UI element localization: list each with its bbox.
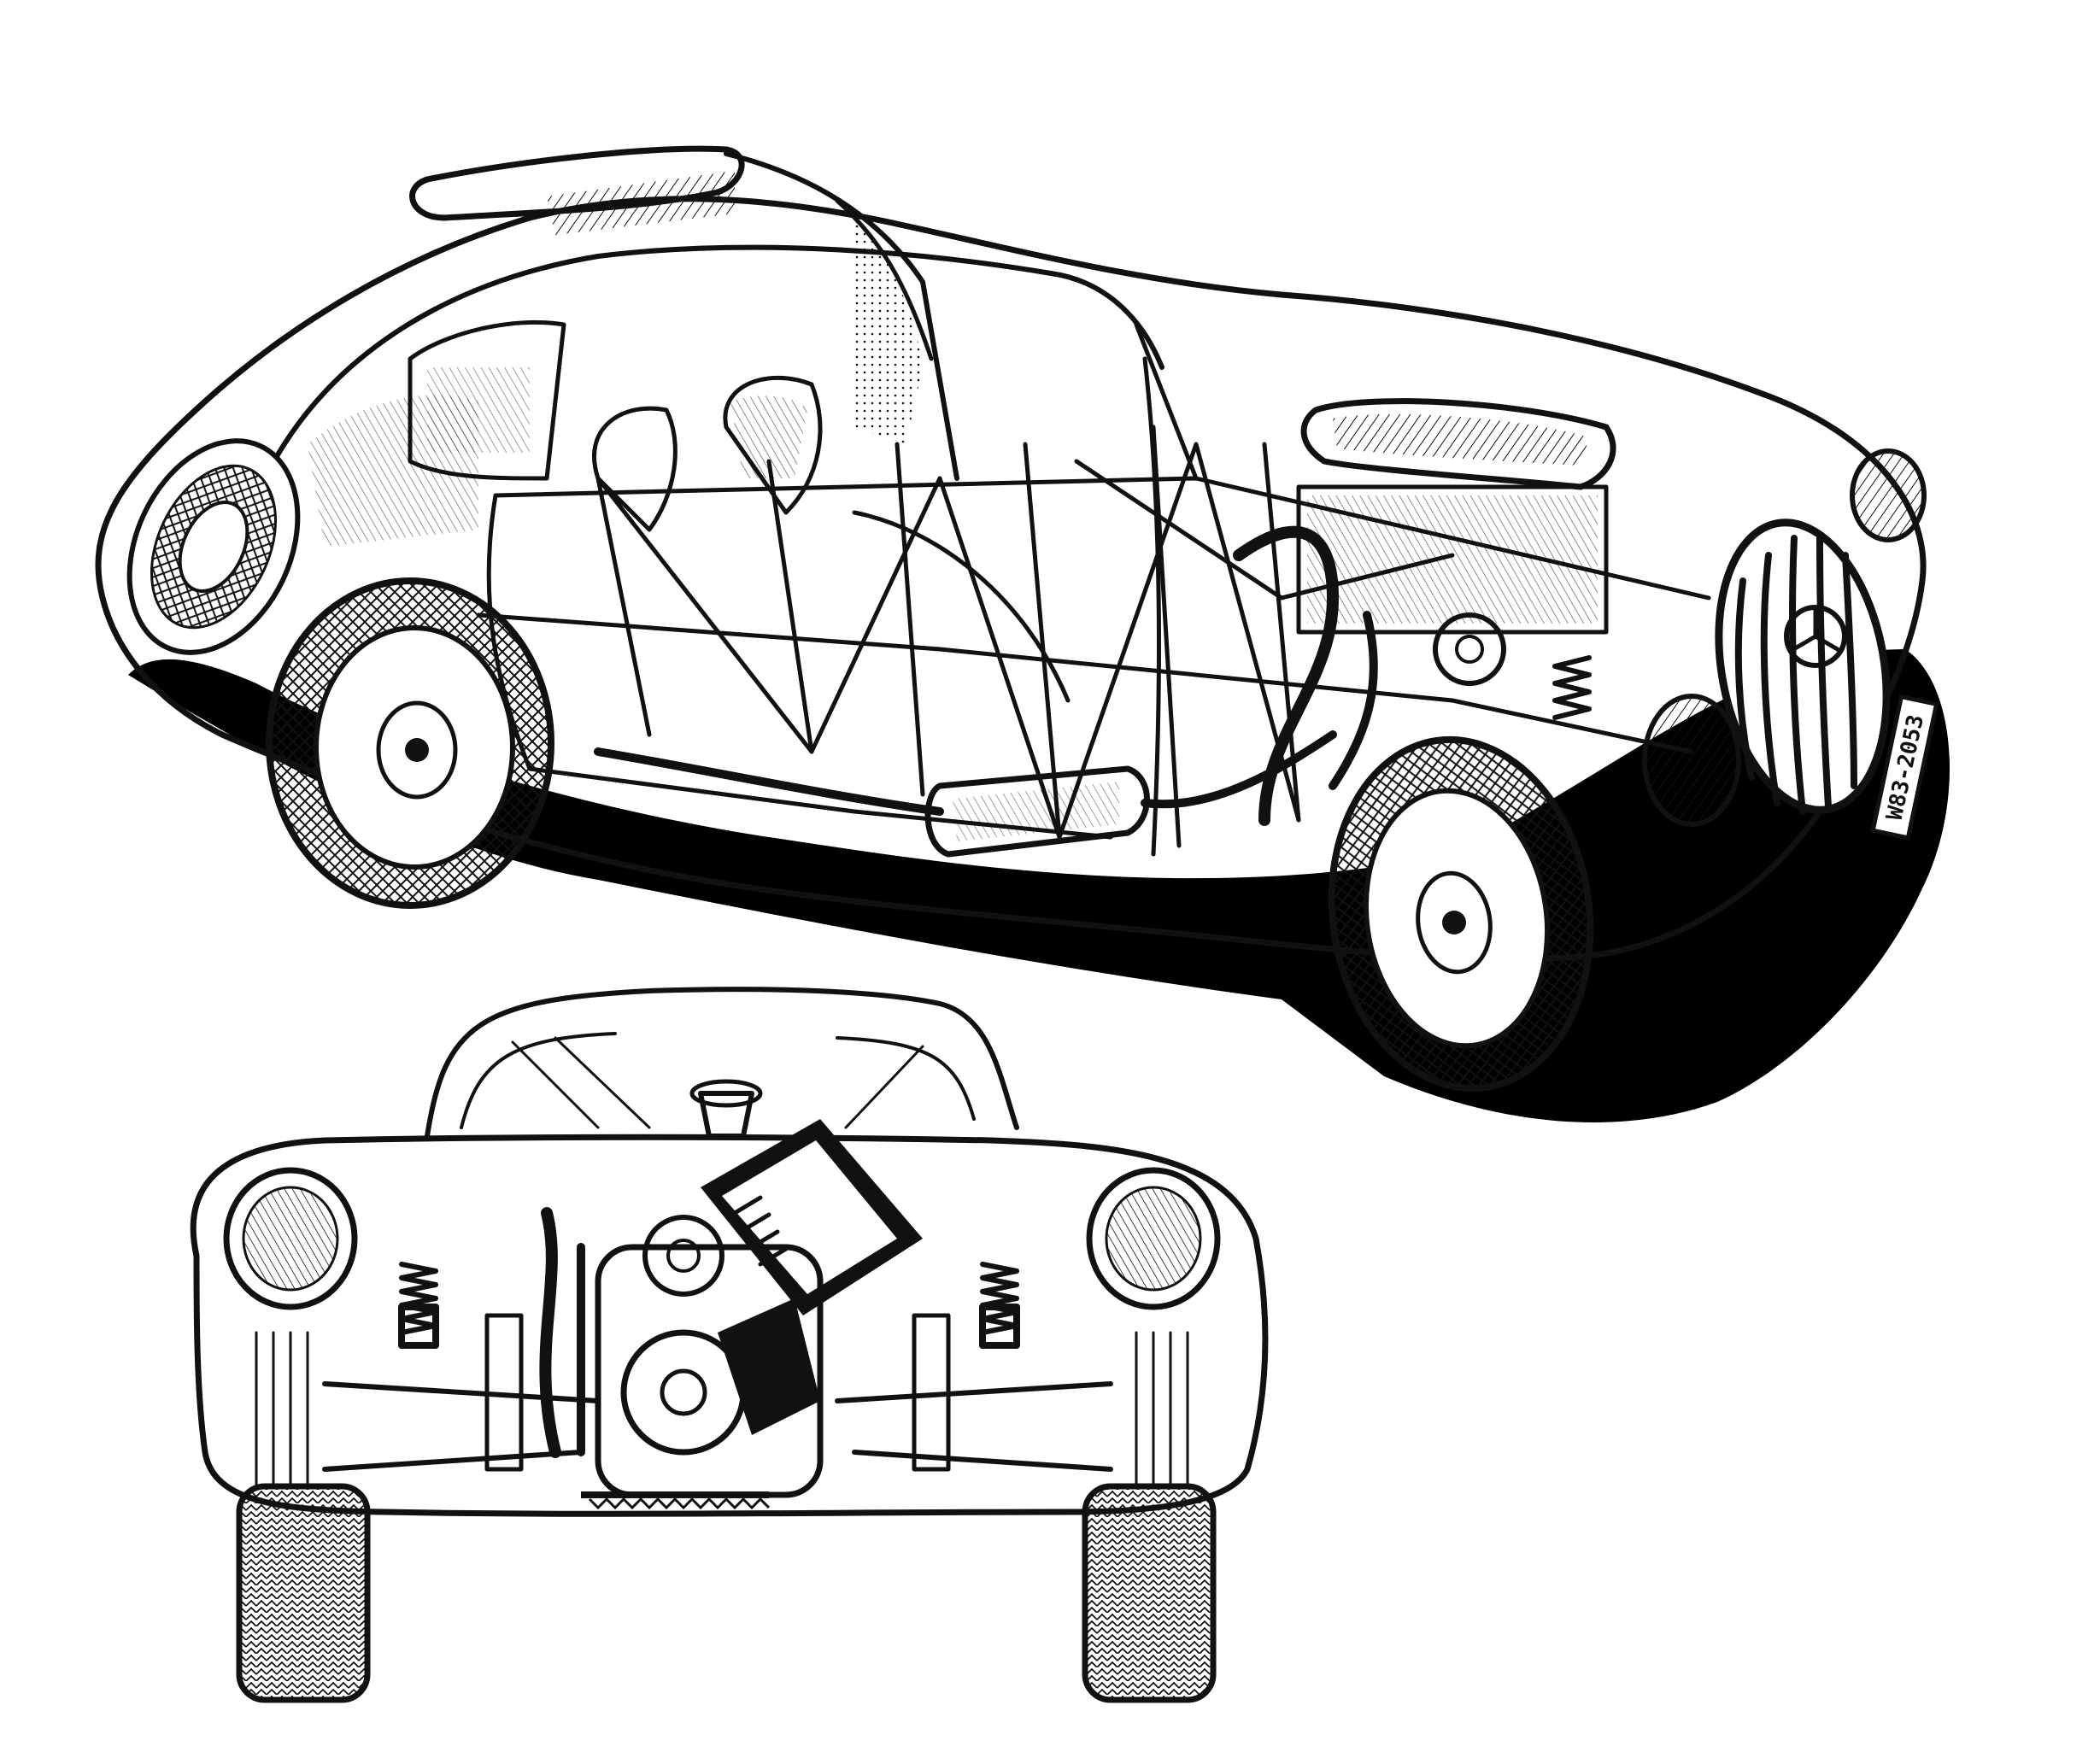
engine-assembly: [1233, 398, 1616, 826]
spaceframe-tubes: [476, 322, 1711, 857]
spare-wheel: [126, 438, 301, 655]
front-section-view: [190, 987, 1269, 1703]
front-view-suspension: [322, 1262, 1113, 1472]
front-view-fender-lines: [255, 1331, 1189, 1488]
radiator-grille: [1715, 519, 1891, 815]
seats: [592, 375, 823, 532]
exhaust-silencer: [594, 730, 1337, 858]
front-view-headlights: [223, 1167, 1221, 1310]
roof-line: [262, 244, 1164, 481]
front-wheel: [1328, 735, 1594, 1093]
headlights: [1642, 448, 1927, 827]
front-coil-spring: [1552, 655, 1592, 720]
gullwing-door: [409, 145, 959, 481]
cutaway-car-three-quarter-view: W83-2053: [95, 145, 1950, 1122]
rear-wheel: [266, 577, 554, 909]
slant-six-engine: [539, 1079, 923, 1510]
front-view-wheels: [236, 1483, 1217, 1703]
front-view-roof: [425, 987, 1019, 1139]
